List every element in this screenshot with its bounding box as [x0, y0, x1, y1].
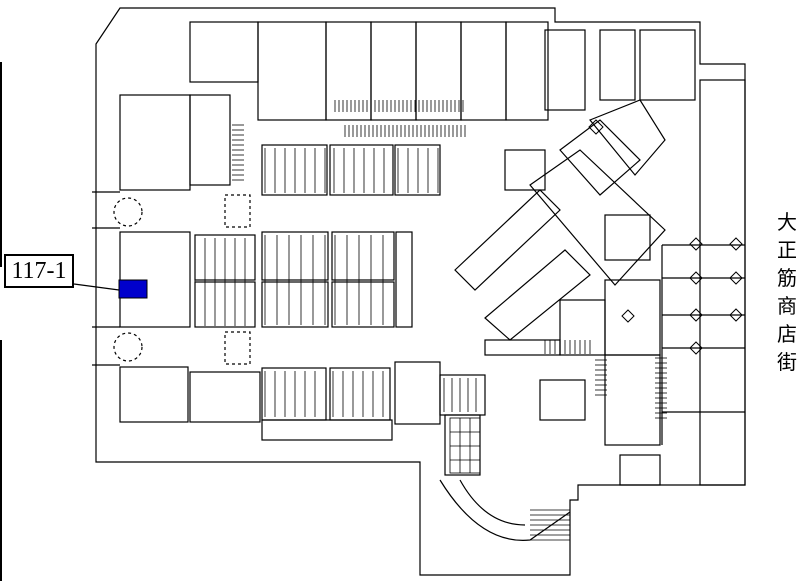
street-label-char: 商	[777, 294, 797, 318]
label-leader-line	[73, 283, 120, 291]
building-outline	[95, 7, 746, 576]
street-label-char: 正	[777, 238, 797, 262]
left-edge-mark-bottom	[0, 340, 2, 581]
unit-117-1-highlight	[118, 279, 148, 299]
left-edge-mark-top	[0, 62, 2, 267]
street-label-char: 大	[777, 210, 797, 234]
unit-label: 117-1	[4, 254, 74, 288]
street-label: 大 正 筋 商 店 街	[777, 208, 797, 376]
street-label-char: 筋	[777, 266, 797, 290]
street-label-char: 店	[777, 322, 797, 346]
street-label-char: 街	[777, 350, 797, 374]
